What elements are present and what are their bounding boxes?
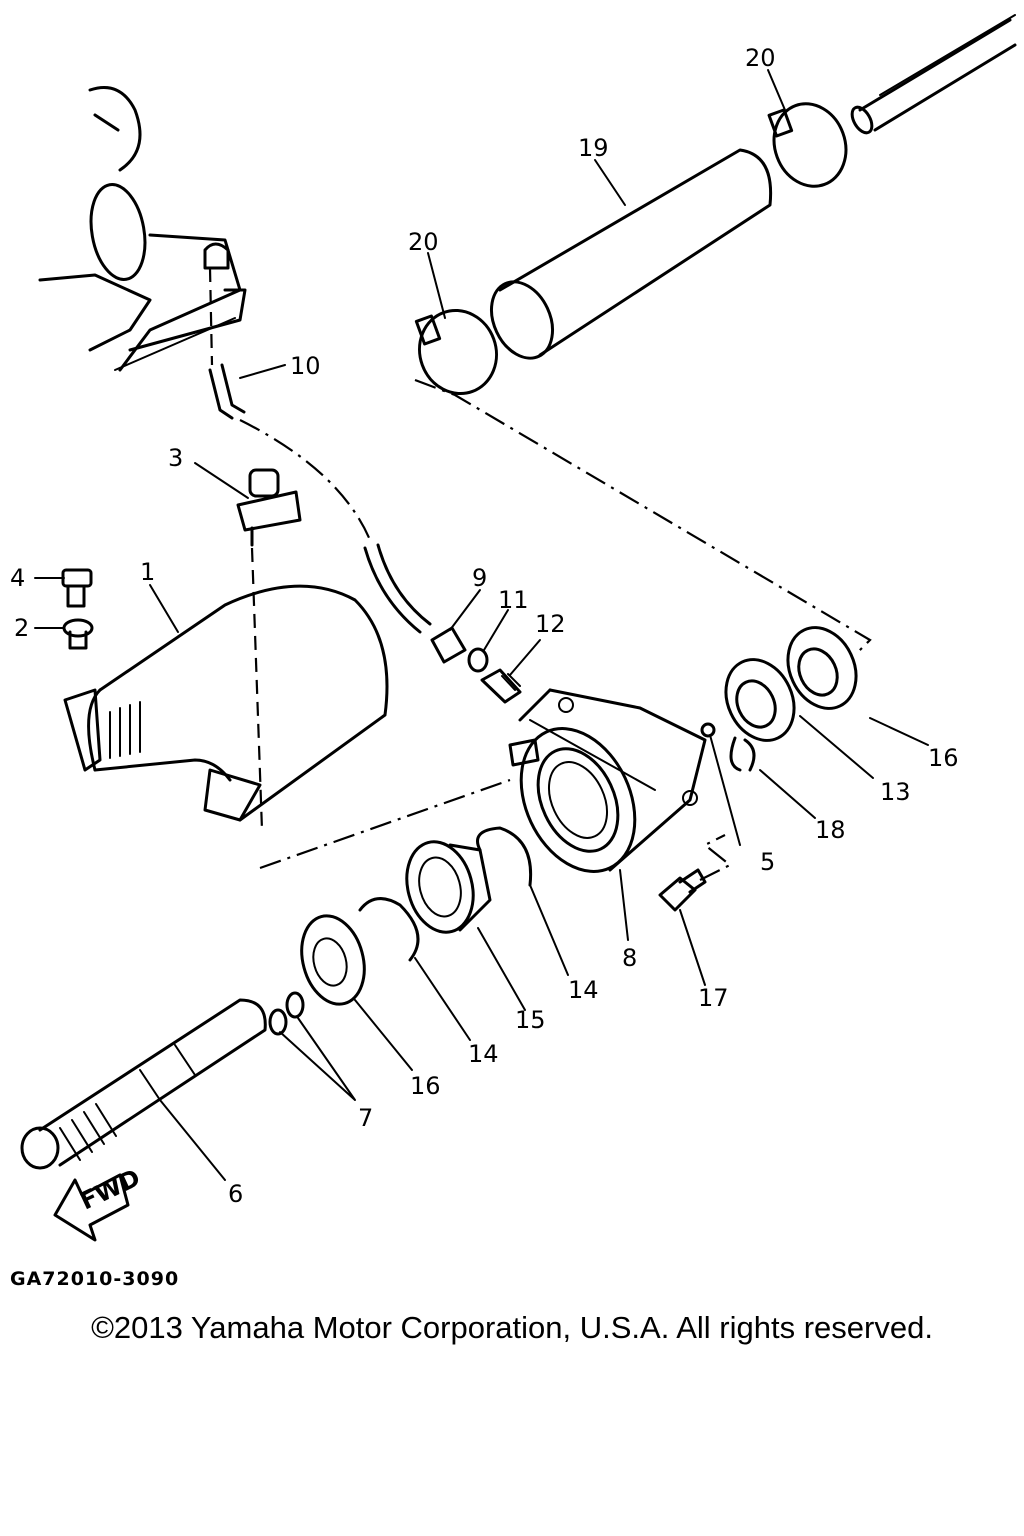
housing-bolt	[658, 834, 733, 912]
engine-housing	[38, 86, 247, 372]
callout-10: 10	[290, 352, 321, 380]
oil-seal-right	[786, 626, 858, 710]
propeller-shaft	[850, 14, 1017, 135]
callout-15: 15	[515, 1006, 546, 1034]
callout-11: 11	[498, 586, 529, 614]
bearing-housing	[508, 688, 707, 873]
o-rings	[268, 991, 305, 1036]
snap-ring-lower	[358, 897, 420, 962]
callout-20-a: 20	[408, 228, 439, 256]
callout-8: 8	[622, 944, 637, 972]
ball-bearing	[405, 840, 492, 934]
callout-20-b: 20	[745, 44, 776, 72]
callout-2: 2	[14, 614, 29, 642]
oil-seal	[724, 658, 796, 742]
fwd-arrow: FWD	[53, 1164, 145, 1242]
callout-7: 7	[358, 1104, 373, 1132]
callout-14-b: 14	[468, 1040, 499, 1068]
bolt	[61, 568, 93, 608]
callout-1: 1	[140, 558, 155, 586]
callout-17: 17	[698, 984, 729, 1012]
washer	[62, 618, 94, 650]
callout-4: 4	[10, 564, 25, 592]
housing-cover	[63, 584, 511, 870]
fitting	[236, 468, 302, 831]
oil-seal-left	[300, 914, 366, 1006]
rubber-sleeve	[490, 148, 773, 360]
hose-clamp-upper	[767, 102, 848, 188]
callout-3: 3	[168, 444, 183, 472]
callout-18: 18	[815, 816, 846, 844]
callout-19: 19	[578, 134, 609, 162]
alignment-dashed-line	[414, 378, 872, 656]
callout-6: 6	[228, 1180, 243, 1208]
callout-9: 9	[472, 564, 487, 592]
parts-diagram: FWD 1 2 3 4 5 6 7 8 9 10	[10, 14, 1017, 1242]
callout-labels: 1 2 3 4 5 6 7 8 9 10 11 12 13 14 14 15 1…	[10, 44, 959, 1208]
callout-13: 13	[880, 778, 911, 806]
clip	[729, 736, 756, 772]
leader-lines	[34, 69, 929, 1181]
nipple	[430, 626, 467, 664]
hose	[208, 363, 432, 634]
threaded-fitting	[480, 668, 522, 704]
snap-ring-upper	[476, 826, 533, 887]
callout-5: 5	[760, 848, 775, 876]
diagram-code: GA72010-3090	[10, 1268, 180, 1290]
callout-14-a: 14	[568, 976, 599, 1004]
callout-16-b: 16	[410, 1072, 441, 1100]
callout-12: 12	[535, 610, 566, 638]
svg-text:FWD: FWD	[76, 1164, 145, 1216]
o-ring-small	[467, 647, 489, 673]
drive-shaft	[20, 998, 267, 1170]
callout-16-a: 16	[928, 744, 959, 772]
copyright-notice: ©2013 Yamaha Motor Corporation, U.S.A. A…	[91, 1310, 933, 1345]
pin	[700, 722, 716, 738]
